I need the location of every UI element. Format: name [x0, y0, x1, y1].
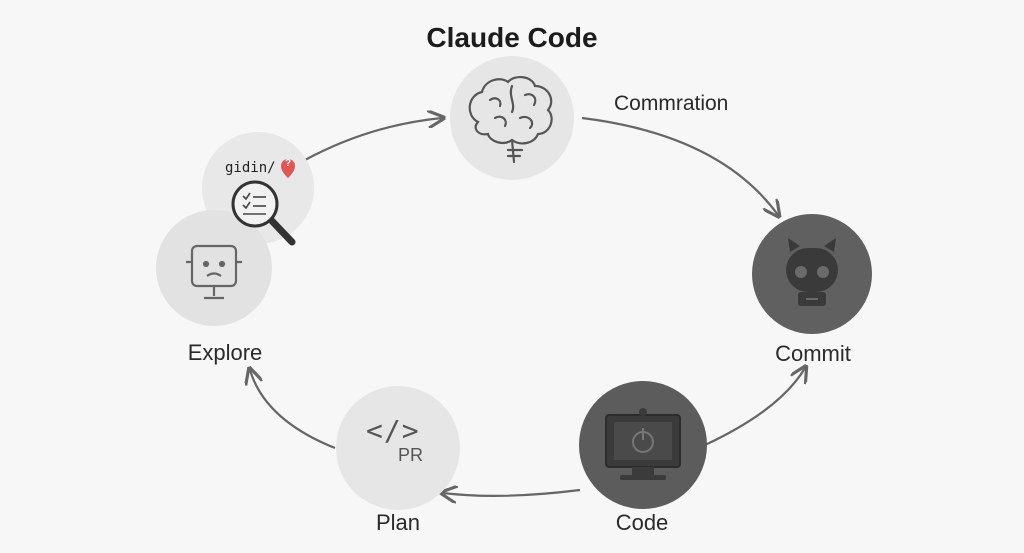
annotation-label: Commration — [614, 92, 729, 115]
plan-label: Plan — [375, 510, 421, 535]
commit-label: Commit — [775, 341, 851, 366]
arrow-code-to-commit — [704, 368, 805, 446]
magnifier-checklist-icon — [231, 180, 296, 246]
commit-node — [752, 214, 872, 334]
brain-node — [450, 56, 574, 180]
brain-icon — [468, 76, 553, 164]
code-node — [579, 381, 707, 509]
code-label: Code — [615, 510, 669, 535]
badge-pin — [281, 159, 295, 178]
robot-monitor-icon — [186, 244, 242, 300]
arrow-explore-to-brain — [304, 118, 442, 161]
pr-text: PR — [398, 445, 424, 465]
badge-glyph: ? — [285, 158, 292, 169]
explore-node — [156, 132, 314, 326]
monitor-icon — [605, 408, 681, 480]
arrow-code-to-plan — [443, 490, 581, 496]
code-brackets-text: </> — [366, 414, 420, 447]
diagram-title: Claude Code — [426, 22, 598, 53]
code-pr-icon: </> PR — [366, 414, 436, 466]
explore-label: Explore — [187, 340, 263, 365]
plan-node — [336, 386, 460, 510]
robot-head-icon — [786, 238, 838, 306]
arrow-plan-to-explore — [250, 370, 336, 450]
gidin-badge-text: gidin/ — [225, 160, 276, 176]
arrow-brain-to-commit — [581, 116, 778, 215]
